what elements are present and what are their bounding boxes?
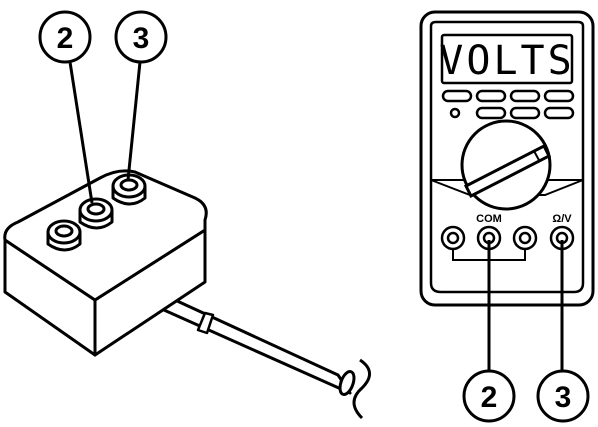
meter-button[interactable] (543, 106, 575, 120)
meter-button[interactable] (475, 106, 507, 120)
callout-box-vohm: 3 (114, 10, 168, 64)
meter-button[interactable] (543, 89, 575, 103)
sensor-box (3, 169, 371, 420)
lcd-readout: VOLTS (439, 38, 574, 84)
callout-box-com: 2 (38, 10, 92, 64)
meter-button[interactable] (475, 89, 507, 103)
meter-leaders (487, 240, 564, 372)
button-row-2 (449, 106, 575, 120)
terminal-unused (46, 219, 82, 252)
jack-1 (440, 225, 466, 251)
jack-vohm (549, 225, 575, 251)
jack-vohm-label: Ω/V (552, 213, 572, 225)
meter-button[interactable] (509, 89, 541, 103)
meter-led (449, 107, 461, 119)
jacks (440, 225, 575, 251)
callout-box-com-label: 2 (57, 22, 74, 55)
terminal-com (78, 197, 114, 230)
callout-meter-com-label: 2 (481, 381, 498, 414)
box-leaders (68, 61, 142, 204)
callout-meter-vohm: 3 (536, 369, 590, 423)
terminal-vohm (111, 173, 147, 206)
box-top-face (3, 169, 208, 302)
button-row-1 (441, 89, 575, 103)
rotary-dial[interactable] (460, 119, 552, 211)
meter-button[interactable] (441, 89, 473, 103)
meter-button[interactable] (509, 106, 541, 120)
callout-meter-vohm-label: 3 (555, 381, 572, 414)
callout-box-vohm-label: 3 (133, 22, 150, 55)
callout-meter-com: 2 (462, 369, 516, 423)
jack-3 (512, 225, 538, 251)
jack-com-label: COM (476, 213, 502, 225)
multimeter (419, 10, 595, 307)
lcd-display (440, 33, 574, 85)
